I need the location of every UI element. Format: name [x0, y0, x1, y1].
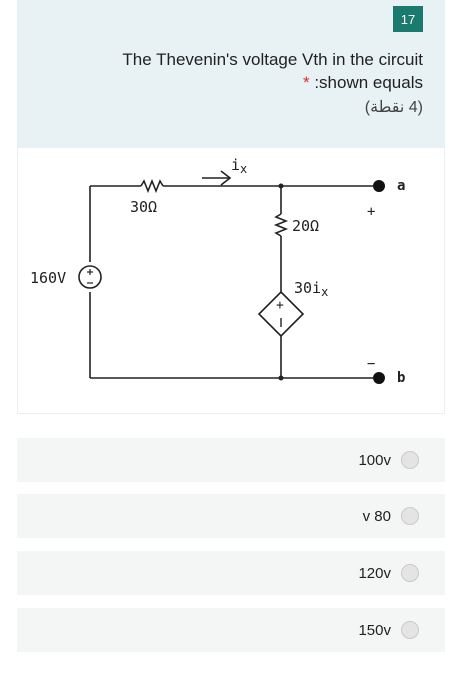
resistor-30-symbol — [140, 178, 164, 194]
required-marker: * — [302, 73, 310, 92]
question-header: 17 The Thevenin's voltage Vth in the cir… — [17, 0, 445, 148]
radio-button[interactable] — [401, 451, 419, 469]
option-120v[interactable]: 120v — [17, 551, 445, 595]
vth-plus-label: + — [367, 204, 375, 220]
question-title-line2: * :shown equals — [63, 71, 423, 94]
option-150v[interactable]: 150v — [17, 608, 445, 652]
terminal-a — [373, 180, 385, 192]
circuit-diagram: + ix 30Ω 20Ω 160V 30ix a b + − — [30, 156, 405, 386]
vth-minus-label: − — [367, 356, 375, 372]
option-label: 100v — [358, 451, 391, 469]
resistor-30-label: 30Ω — [130, 198, 157, 216]
option-label: v 80 — [362, 507, 391, 525]
voltage-source-symbol — [78, 265, 102, 289]
resistor-20-label: 20Ω — [292, 217, 319, 235]
current-arrow-head — [220, 170, 232, 186]
node-a-label: a — [397, 178, 405, 194]
node-b-label: b — [397, 370, 405, 386]
resistor-20-symbol — [273, 213, 289, 237]
dep-source-plus: + — [276, 298, 284, 313]
voltage-source-label: 160V — [30, 269, 66, 287]
option-100v[interactable]: 100v — [17, 438, 445, 482]
terminal-b — [373, 372, 385, 384]
radio-button[interactable] — [401, 507, 419, 525]
junction-top — [278, 183, 284, 189]
question-points: (4 نقطة) — [364, 99, 423, 116]
option-80v[interactable]: v 80 — [17, 494, 445, 538]
junction-bottom — [278, 375, 284, 381]
question-title-line1: The Thevenin's voltage Vth in the circui… — [122, 50, 423, 69]
dependent-source-label: 30ix — [294, 279, 328, 299]
option-label: 150v — [358, 621, 391, 639]
current-label: ix — [231, 156, 247, 176]
question-number-badge: 17 — [393, 6, 423, 32]
question-title-line2-text: :shown equals — [314, 73, 423, 92]
question-title: The Thevenin's voltage Vth in the circui… — [63, 48, 423, 94]
radio-button[interactable] — [401, 564, 419, 582]
option-label: 120v — [358, 564, 391, 582]
radio-button[interactable] — [401, 621, 419, 639]
circuit-image: + ix 30Ω 20Ω 160V 30ix a b + − — [17, 148, 445, 414]
